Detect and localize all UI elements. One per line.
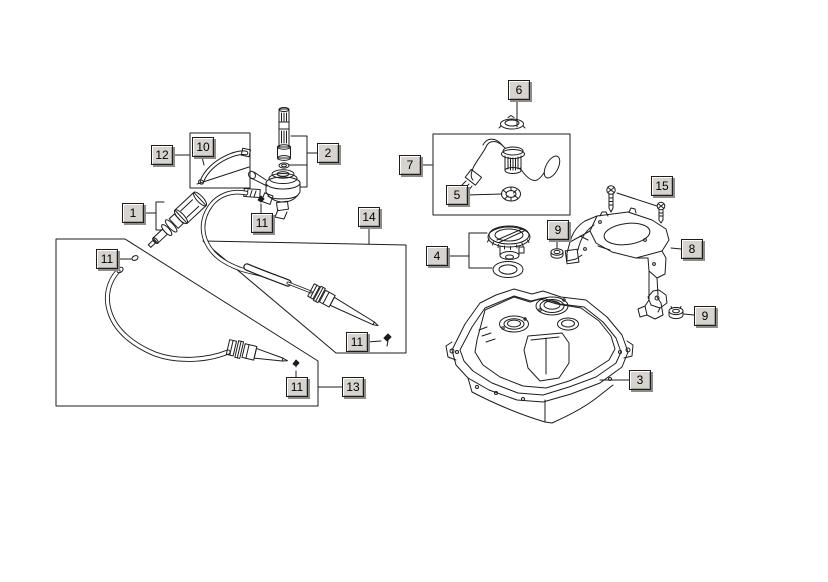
- callout-1[interactable]: 1: [122, 203, 144, 223]
- callout-2[interactable]: 2: [317, 143, 339, 163]
- mount-bracket: [564, 207, 670, 320]
- fuel-valve-assembly: [243, 107, 301, 220]
- group-box-7: [432, 133, 571, 216]
- leader-lines: [115, 99, 695, 388]
- vacuum-hose-upper: [200, 189, 392, 347]
- fuel-hose-lower: [104, 255, 300, 368]
- callout-11-hose-end[interactable]: 11: [286, 377, 308, 397]
- bracket-foot: [647, 289, 668, 313]
- flange-nut-top: [550, 248, 564, 259]
- hose-clip-icon: [383, 333, 392, 347]
- callout-3[interactable]: 3: [629, 370, 651, 390]
- callout-9-right[interactable]: 9: [694, 306, 716, 326]
- hose-clip-icon: [292, 359, 300, 368]
- callout-12[interactable]: 12: [151, 145, 173, 165]
- screw-a: [606, 185, 616, 213]
- fuel-tank: [445, 288, 634, 424]
- group-box-12-10: [189, 132, 251, 189]
- callout-8[interactable]: 8: [681, 239, 703, 259]
- callout-6[interactable]: 6: [508, 80, 530, 100]
- hose-clip-icon: [257, 195, 265, 208]
- flange-nut-right: [668, 306, 684, 320]
- fuel-level-sender: [461, 138, 561, 191]
- fuel-cap: [487, 225, 531, 278]
- cap-seal-ring: [492, 261, 524, 278]
- callout-9-top[interactable]: 9: [547, 220, 569, 240]
- callout-13[interactable]: 13: [342, 377, 364, 397]
- screw-b: [656, 201, 666, 224]
- breather-hose: [196, 147, 252, 185]
- callout-14[interactable]: 14: [358, 207, 380, 227]
- filler-gasket: [498, 115, 526, 130]
- callout-10[interactable]: 10: [192, 137, 214, 157]
- hose-clip-icon: [131, 255, 139, 261]
- group-box-14: [202, 240, 407, 354]
- callout-11-valve[interactable]: 11: [251, 213, 273, 233]
- callout-11-cable-end[interactable]: 11: [346, 332, 368, 352]
- sender-gasket: [501, 186, 521, 202]
- group-box-13: [55, 238, 319, 407]
- callout-11-hose-start[interactable]: 11: [96, 249, 118, 269]
- callout-4[interactable]: 4: [426, 246, 448, 266]
- fuel-filter: [147, 191, 208, 248]
- callout-7[interactable]: 7: [399, 155, 421, 175]
- callout-15[interactable]: 15: [651, 176, 673, 196]
- callout-5[interactable]: 5: [446, 185, 468, 205]
